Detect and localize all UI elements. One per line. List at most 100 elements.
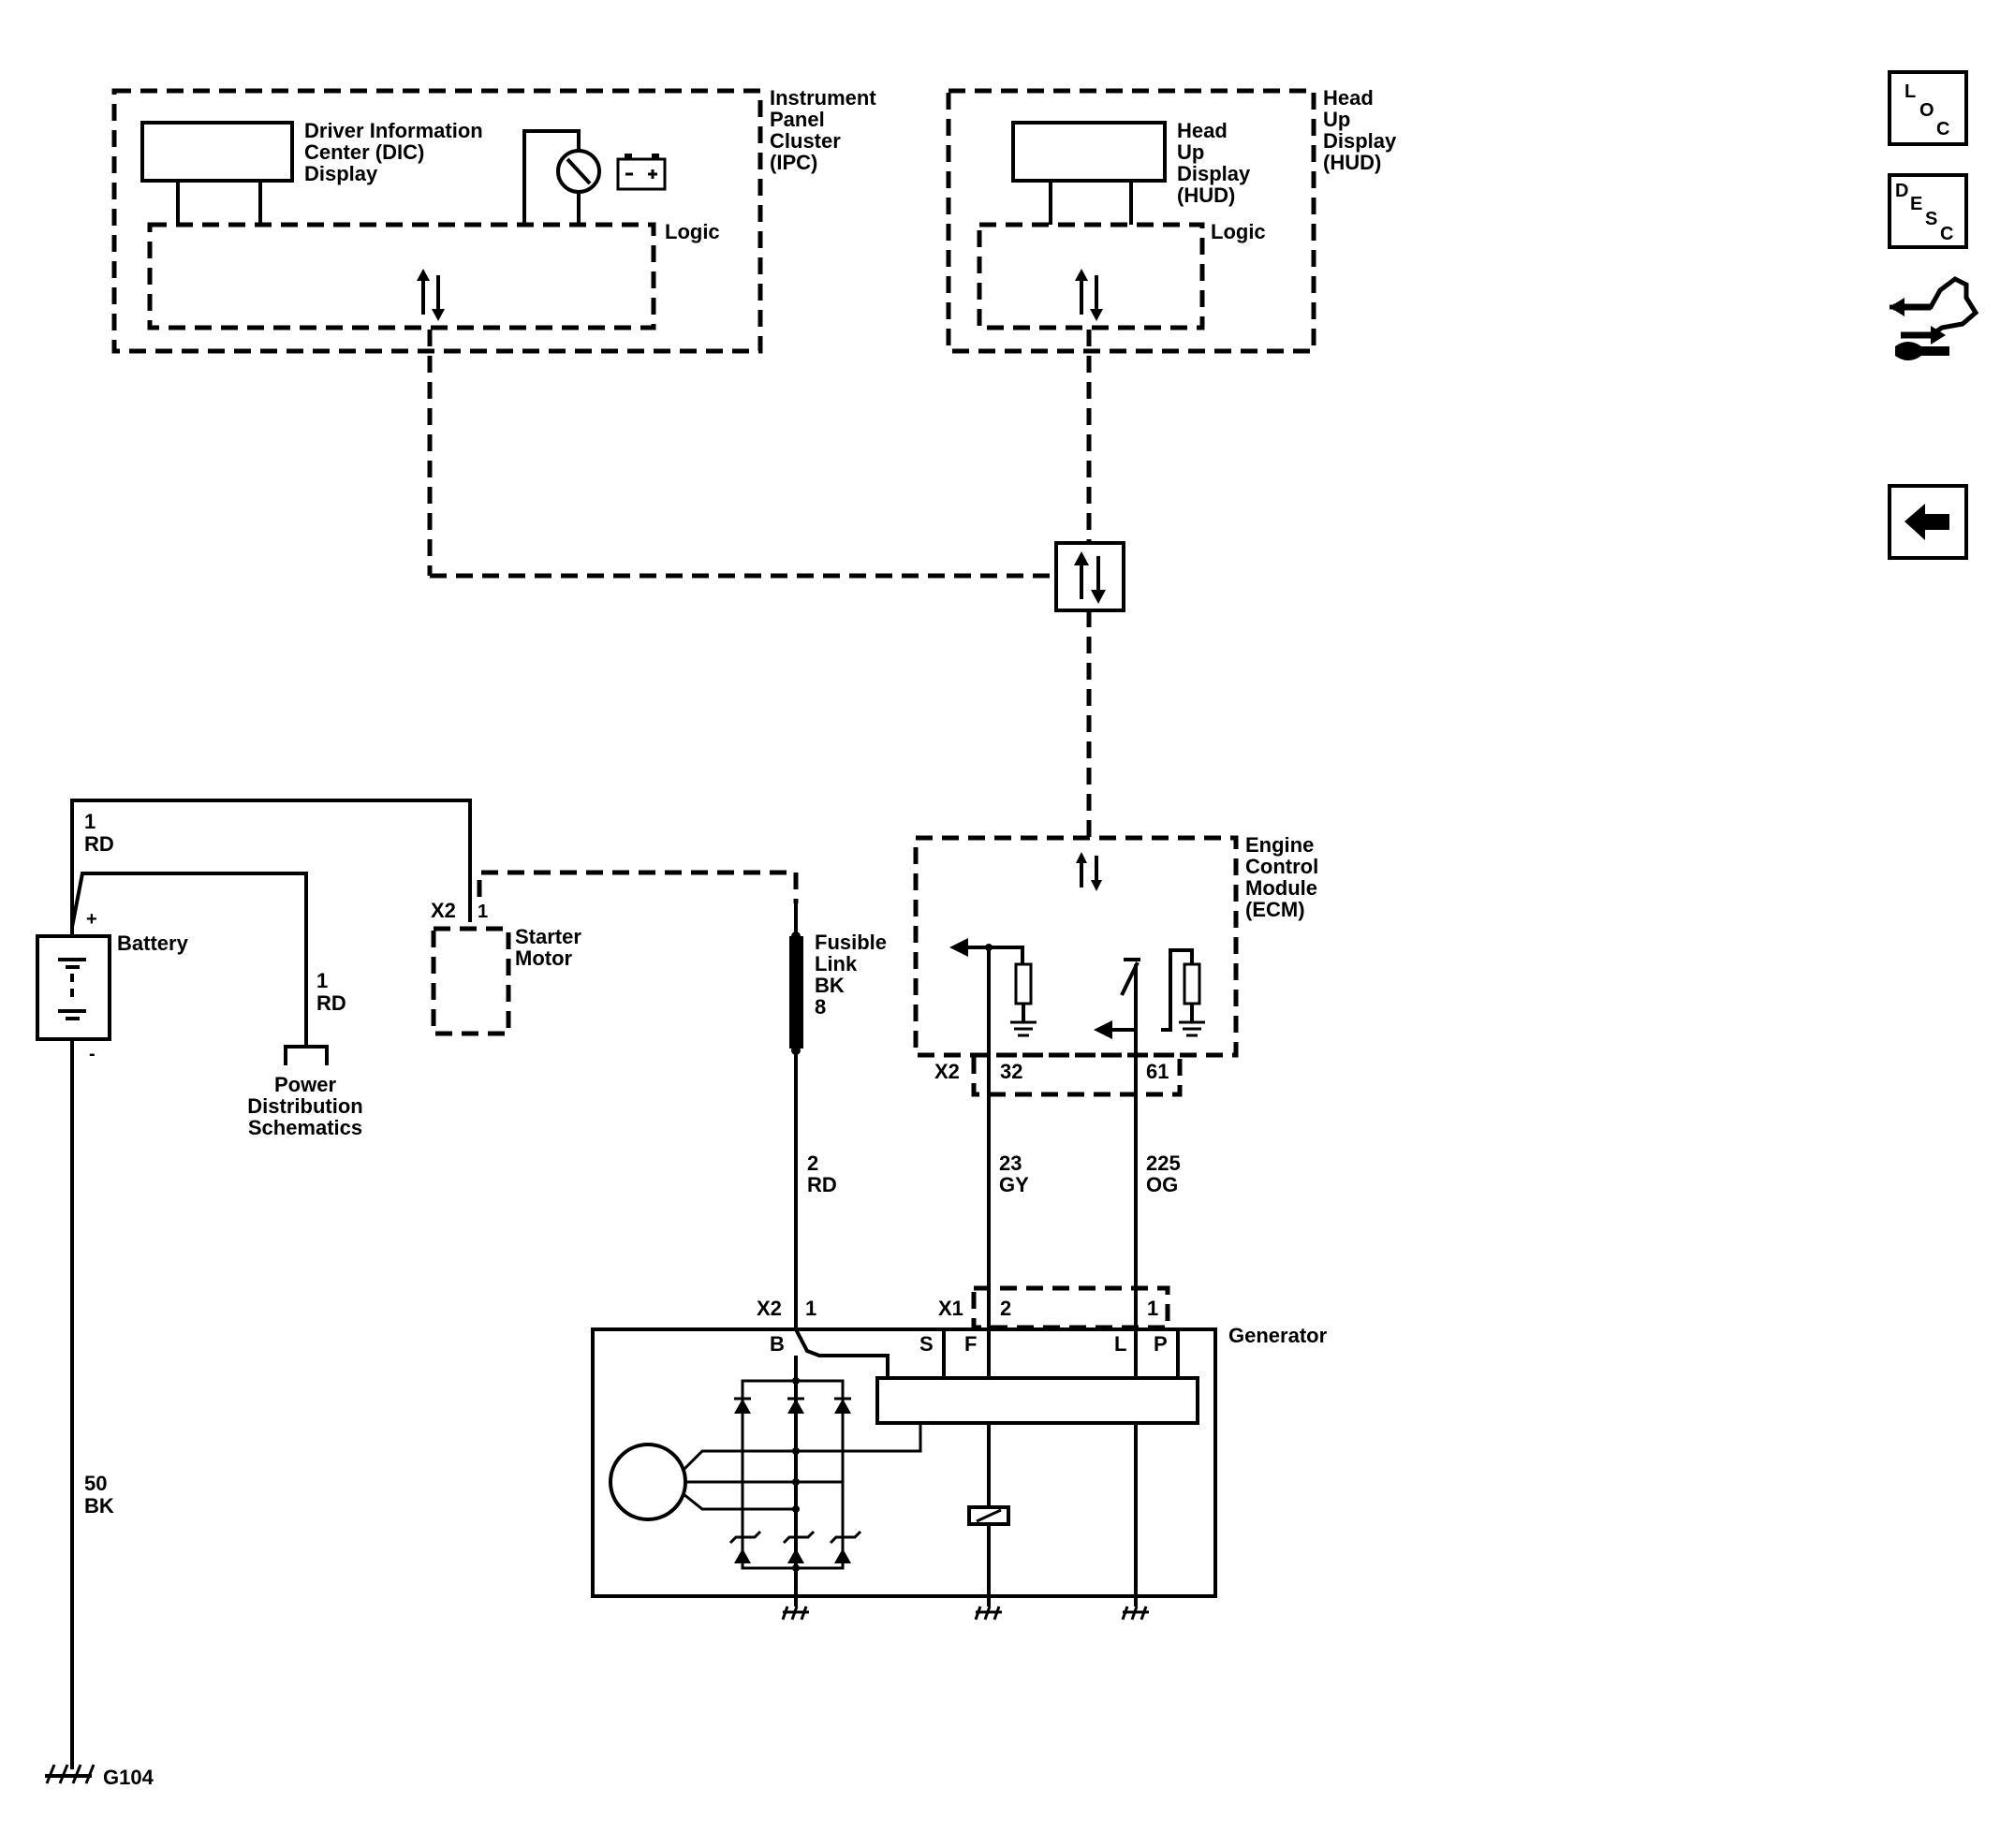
terminal-l-label: L [1114, 1332, 1126, 1356]
generator-x2-label: X2 [757, 1297, 782, 1320]
resistor-icon [1183, 962, 1201, 1005]
wire-1rd-number: 1 [84, 810, 96, 833]
ecm-pin-label: 61 [1146, 1060, 1169, 1083]
generator-x1-connector [971, 1285, 1170, 1330]
desc-letter: C [1940, 224, 1953, 244]
desc-letter: S [1925, 209, 1937, 229]
hud-title-line: Up [1323, 108, 1350, 131]
serial-data-bus [427, 330, 1125, 838]
starter-pin-label: 1 [478, 902, 488, 922]
generator-x1-pin: 1 [1147, 1297, 1158, 1320]
ecm-title-line: (ECM) [1245, 898, 1305, 921]
description-button[interactable]: D E S C [1888, 173, 1968, 249]
ground-g104-icon [45, 1764, 96, 1784]
wire-225og-number: 225 [1146, 1151, 1181, 1175]
desc-letter: E [1910, 194, 1922, 214]
generator-x1-label: X1 [938, 1297, 963, 1320]
battery-label: Battery [117, 931, 189, 955]
ground-icon [1179, 1020, 1205, 1037]
battery-plus-label: + [86, 909, 97, 930]
back-arrow-icon [1904, 504, 1949, 540]
power-dist-label: Power [274, 1073, 336, 1096]
hud-title-line: Display [1323, 129, 1397, 153]
ipc-title-line: (IPC) [770, 151, 817, 174]
terminal-s-label: S [919, 1332, 934, 1356]
rectifier-bridge [728, 1356, 862, 1606]
dic-label-line: Display [304, 162, 378, 185]
wire-225og-color: OG [1146, 1173, 1178, 1196]
ipc-title-line: Cluster [770, 129, 841, 153]
hud-display-label: Head [1177, 119, 1228, 142]
loc-letter: L [1904, 81, 1916, 102]
dic-label-line: Center (DIC) [304, 140, 424, 164]
dic-display-box [140, 121, 294, 183]
hud-logic-label: Logic [1211, 220, 1266, 243]
hud-logic-box [977, 222, 1205, 330]
connector-end-view-icon[interactable] [1890, 276, 1979, 360]
terminal-p-label: P [1154, 1332, 1168, 1356]
fusible-link-label: Fusible [815, 931, 887, 954]
ecm-x2-connector [971, 1052, 1183, 1097]
hud-display-label: Display [1177, 162, 1251, 185]
wire-1rd-number: 1 [316, 969, 328, 992]
ecm-title-line: Control [1245, 855, 1318, 878]
starter-label: Motor [515, 946, 573, 970]
ipc-logic-box [147, 222, 656, 330]
wire-23gy-color: GY [999, 1173, 1029, 1196]
back-button[interactable] [1888, 484, 1968, 560]
power-dist-label: Distribution [247, 1094, 362, 1118]
wire-2rd-color: RD [807, 1173, 837, 1196]
fusible-link-label: BK [815, 974, 845, 997]
ground-icon [781, 1606, 809, 1621]
loc-letter: O [1919, 100, 1934, 121]
battery-indicator-icon [616, 154, 667, 191]
ipc-module: Instrument Panel Cluster (IPC) Driver In… [111, 86, 876, 354]
generator-x1-pin: 2 [1000, 1297, 1011, 1320]
bidirectional-arrow-icon [417, 269, 445, 321]
dic-label-line: Driver Information [304, 119, 483, 142]
hud-module: Head Up Display (HUD) Head Up Display (H… [946, 86, 1397, 354]
hud-display-label: Up [1177, 140, 1204, 164]
fusible-link: Fusible Link BK 8 2 RD [789, 903, 887, 1329]
hud-title-line: (HUD) [1323, 151, 1381, 174]
ground-icon [1010, 1020, 1037, 1037]
ground-icon [974, 1606, 1002, 1621]
hud-display-box [1011, 121, 1167, 183]
ecm-pin-label: 32 [1000, 1060, 1022, 1083]
stator-icon [609, 1443, 687, 1521]
starter-label: Starter [515, 925, 581, 948]
generator-x2-pin: 1 [805, 1297, 816, 1320]
loc-letter: C [1936, 119, 1949, 139]
generator-label: Generator [1228, 1324, 1328, 1347]
location-button[interactable]: L O C [1888, 70, 1968, 146]
fusible-link-label: Link [815, 952, 858, 975]
power-dist-label: Schematics [248, 1116, 362, 1139]
battery-circuit: 1 RD 1 RD + - Battery 50 BK G104 Power D… [36, 799, 799, 1789]
terminal-b-label: B [770, 1332, 785, 1356]
hud-title-line: Head [1323, 86, 1374, 110]
battery-minus-label: - [89, 1044, 96, 1064]
ecm-module: Engine Control Module (ECM) [913, 833, 1318, 1097]
terminal-f-label: F [964, 1332, 977, 1356]
bidirectional-arrow-icon [1076, 852, 1102, 891]
voltage-regulator [875, 1376, 1199, 1425]
wire-23gy-number: 23 [999, 1151, 1022, 1175]
starter-motor-box [431, 926, 511, 1036]
desc-letter: D [1895, 181, 1908, 201]
power-distribution-connector [284, 1045, 329, 1065]
ecm-title-line: Engine [1245, 833, 1314, 857]
ecm-title-line: Module [1245, 876, 1317, 900]
battery-symbol [36, 934, 111, 1041]
starter-connector-label: X2 [431, 899, 456, 922]
wire-50bk-number: 50 [84, 1472, 107, 1495]
ipc-logic-label: Logic [665, 220, 720, 243]
wire-2rd-number: 2 [807, 1151, 818, 1175]
generator: Generator X2 1 X1 2 1 B S F L P [591, 1285, 1328, 1621]
ipc-title-line: Panel [770, 108, 825, 131]
resistor-icon [1014, 962, 1033, 1005]
ecm-connector-label: X2 [934, 1060, 960, 1083]
hud-display-label: (HUD) [1177, 183, 1235, 207]
fusible-link-label: 8 [815, 995, 826, 1019]
wire-1rd-color: RD [84, 832, 114, 856]
